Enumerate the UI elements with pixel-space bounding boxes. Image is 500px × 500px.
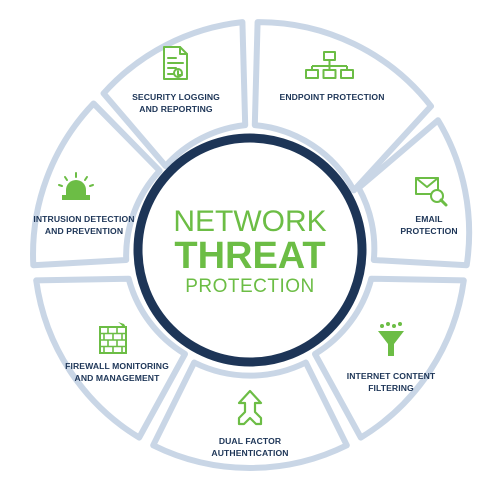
split-arrow-icon — [237, 389, 263, 426]
center-title-line2: THREAT — [174, 235, 325, 277]
segment-firewall-monitoring — [33, 275, 188, 441]
segment-endpoint-protection — [251, 19, 434, 194]
segment-intrusion-detection — [30, 100, 163, 269]
label-internet-content-line2: FILTERING — [368, 383, 414, 393]
funnel-icon — [378, 322, 404, 356]
label-intrusion-line1: INTRUSION DETECTION — [33, 214, 134, 224]
label-security-logging-line1: SECURITY LOGGING — [132, 92, 220, 102]
label-internet-content-line1: INTERNET CONTENT — [347, 371, 436, 381]
segment-email-protection — [355, 117, 473, 269]
label-email-protection-line1: EMAIL — [415, 214, 442, 224]
center-circle — [133, 133, 367, 367]
segment-shapes — [30, 19, 473, 471]
network-computers-icon — [305, 51, 354, 79]
label-intrusion-line2: AND PREVENTION — [45, 226, 123, 236]
segment-security-logging — [100, 19, 249, 169]
label-security-logging-line2: AND REPORTING — [139, 104, 213, 114]
firewall-icon — [99, 322, 127, 354]
center-title-line1: NETWORK — [173, 205, 326, 238]
label-email-protection-line2: PROTECTION — [400, 226, 457, 236]
label-endpoint-protection: ENDPOINT PROTECTION — [279, 92, 384, 102]
center-title-line3: PROTECTION — [185, 276, 315, 297]
label-dual-factor-line2: AUTHENTICATION — [211, 448, 288, 458]
label-dual-factor-line1: DUAL FACTOR — [219, 436, 282, 446]
segment-dual-factor-authentication — [150, 359, 350, 471]
segment-internet-content-filtering — [312, 275, 467, 441]
report-document-icon — [163, 46, 188, 80]
label-firewall-line2: AND MANAGEMENT — [75, 373, 161, 383]
segment-labels: SECURITY LOGGING AND REPORTING ENDPOINT … — [33, 92, 457, 458]
email-search-icon — [415, 177, 448, 207]
label-firewall-line1: FIREWALL MONITORING — [65, 361, 169, 371]
alarm-light-icon — [58, 172, 94, 200]
